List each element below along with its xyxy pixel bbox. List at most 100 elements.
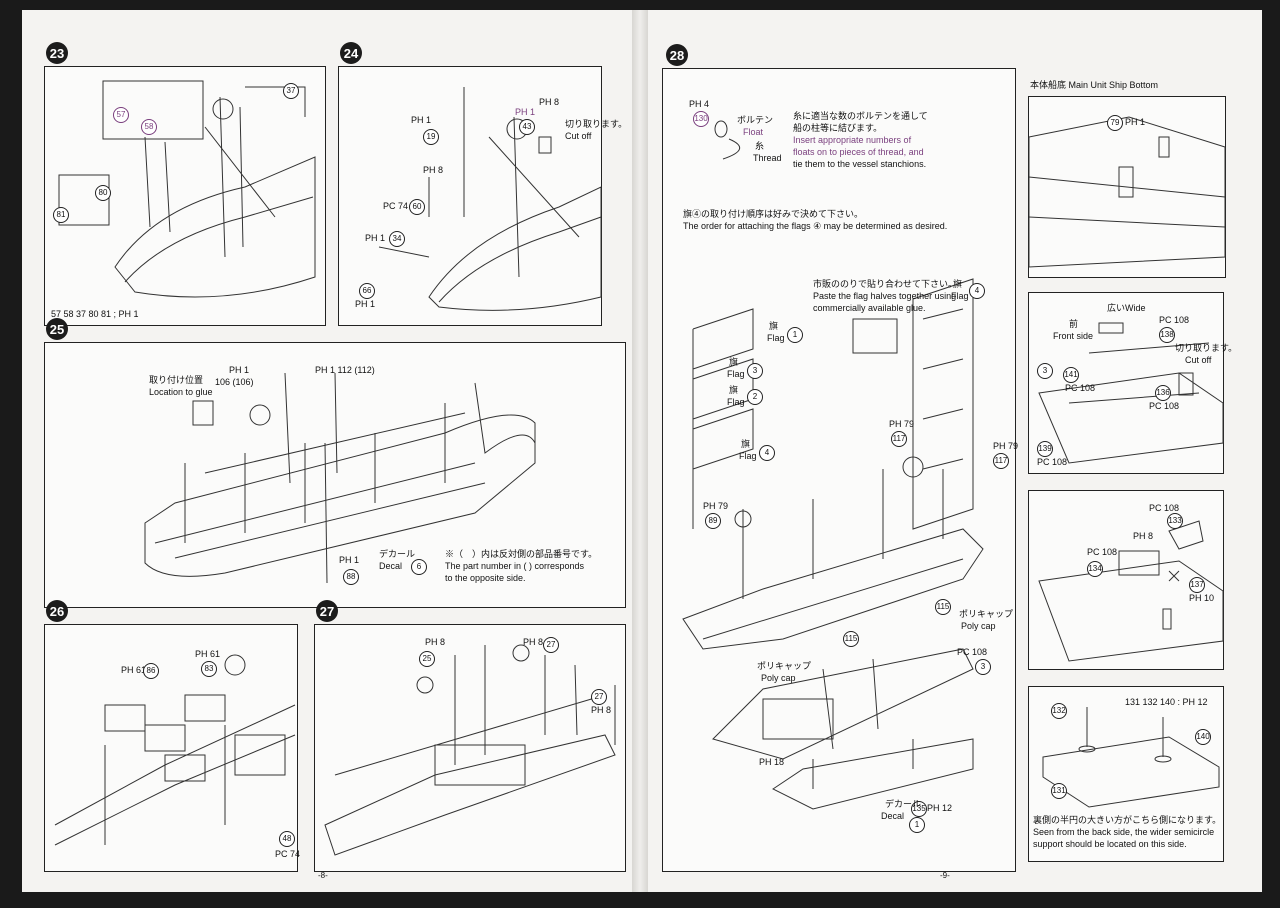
step-28-number: 28 (666, 44, 688, 66)
part-48: 48 (279, 831, 295, 847)
code-ph1-b: PH 1 (515, 107, 536, 117)
decal-en: Decal (379, 561, 403, 571)
step-23-number: 23 (46, 42, 68, 64)
float-inst-jp-2: 船の柱等に結びます。 (793, 123, 883, 133)
code-ph61-a: PH 61 (121, 665, 147, 675)
step-27-number: 27 (316, 600, 338, 622)
parts-code-line: 131 132 140 : PH 12 (1125, 697, 1208, 707)
code-pc108-a: PC 108 (1149, 503, 1180, 513)
part-58: 58 (141, 119, 157, 135)
polycap-en-a: Poly cap (961, 621, 996, 631)
page-left: 37 57 58 80 81 57 58 37 80 81 ; PH 1 23 … (22, 10, 632, 892)
polycap-en-b: Poly cap (761, 673, 796, 683)
flag-2-en: Flag (727, 397, 745, 407)
detail-3-drawing (1038, 520, 1224, 662)
part-27-a: 27 (543, 637, 559, 653)
code-ph61-b: PH 61 (195, 649, 221, 659)
float-jp: ボルテン (737, 115, 774, 125)
glue-en-2: commercially available glue. (813, 303, 926, 313)
code-pc108-a: PC 108 (1159, 315, 1190, 325)
float-inst-en-3: tie them to the vessel stanchions. (793, 159, 927, 169)
cut-off-jp: 切り取ります。 (565, 119, 628, 129)
code-pc74: PC 74 (275, 849, 301, 859)
part-88: 88 (343, 569, 359, 585)
flag-3-jp: 旗 (729, 357, 739, 367)
parts-112: PH 1 112 (112) (315, 365, 375, 375)
code-ph8-a: PH 8 (539, 97, 560, 107)
part-141: 141 (1063, 367, 1079, 383)
ship-bow-drawing (58, 80, 316, 298)
step-28-drawing (682, 120, 984, 810)
ship-deck-drawing (54, 654, 296, 846)
float-inst-en-1: Insert appropriate numbers of (793, 135, 912, 145)
code-ph8-b: PH 8 (523, 637, 544, 647)
decal-jp: デカール (379, 549, 416, 559)
bottom-title: 本体船底 Main Unit Ship Bottom (1030, 80, 1159, 90)
part-139: 139 (1037, 441, 1053, 457)
code-ph1-d: PH 1 (355, 299, 376, 309)
part-80: 80 (95, 185, 111, 201)
part-60: 60 (409, 199, 425, 215)
code-pc108-b: PC 108 (1065, 383, 1096, 393)
cut-jp: 切り取ります。 (1175, 343, 1238, 353)
decal-jp: デカール (885, 799, 922, 809)
step-26-panel: PH 61 86 PH 61 83 48 PC 74 (44, 624, 301, 872)
order-jp: 旗④の取り付け順序は好みで決めて下さい。 (683, 209, 864, 219)
float-inst-jp-1: 糸に適当な数のボルテンを通して (793, 111, 928, 121)
cut-off-en: Cut off (565, 131, 592, 141)
part-117-a: 117 (891, 431, 907, 447)
part-131: 131 (1051, 783, 1067, 799)
page-number-left: -8- (318, 871, 328, 880)
step-23-panel: 37 57 58 80 81 57 58 37 80 81 ; PH 1 (44, 66, 326, 326)
flag-4-en: Flag (739, 451, 757, 461)
order-en: The order for attaching the flags ④ may … (683, 221, 948, 231)
step-25-number: 25 (46, 318, 68, 340)
part-89: 89 (705, 513, 721, 529)
part-115-a: 115 (935, 599, 951, 615)
polycap-jp-b: ポリキャップ (757, 661, 812, 671)
ship-bottom-panel: 79 PH 1 (1028, 96, 1226, 278)
note-jp: ※（ ）内は反対側の部品番号です。 (445, 549, 598, 559)
code-ph18: PH 18 (759, 757, 785, 767)
detail-4-panel: 132 131 132 140 : PH 12 140 131 裏側の半円の大き… (1028, 686, 1224, 862)
detail-2-panel: 広い Wide 前 Front side PC 108 138 切り取ります。 … (1028, 292, 1237, 474)
front-en: Front side (1053, 331, 1094, 341)
part-130: 130 (693, 111, 709, 127)
step-24-number: 24 (340, 42, 362, 64)
part-133: 133 (1167, 513, 1183, 529)
step-27-panel: PH 8 25 PH 8 27 27 PH 8 (314, 624, 626, 872)
code-ph8-b: PH 8 (423, 165, 444, 175)
step-28-panel: PH 4 130 ボルテン Float 糸 Thread 糸に適当な数のボルテン… (662, 68, 1018, 872)
flag-4b-en: Flag (951, 291, 969, 301)
code-pc108-c: PC 108 (1149, 401, 1180, 411)
flag-num-4a: 4 (759, 445, 775, 461)
code-ph8-a: PH 8 (425, 637, 446, 647)
note-jp: 裏側の半円の大きい方がこちら側になります。 (1033, 815, 1222, 825)
part-134: 134 (1087, 561, 1103, 577)
cut-en: Cut off (1185, 355, 1212, 365)
part-136: 136 (1155, 385, 1171, 401)
part-3: 3 (1037, 363, 1053, 379)
code-ph10: PH 10 (1189, 593, 1215, 603)
flag-4b-jp: 旗 (953, 279, 963, 289)
part-138: 138 (1159, 327, 1175, 343)
code-ph1-loc: PH 1 (229, 365, 250, 375)
part-37: 37 (283, 83, 299, 99)
part-115-b: 115 (843, 631, 859, 647)
part-34: 34 (389, 231, 405, 247)
part-132: 132 (1051, 703, 1067, 719)
polycap-jp-a: ポリキャップ (959, 609, 1014, 619)
code-ph12: PH 12 (927, 803, 953, 813)
location-jp: 取り付け位置 (149, 375, 204, 385)
note-en-1: The part number in ( ) corresponds (445, 561, 585, 571)
flag-num-1: 1 (787, 327, 803, 343)
ship-bow-drawing-2 (378, 87, 602, 311)
part-66: 66 (359, 283, 375, 299)
flag-3-en: Flag (727, 369, 745, 379)
part-86: 86 (143, 663, 159, 679)
flag-num-2: 2 (747, 389, 763, 405)
parts-106: 106 (106) (215, 377, 254, 387)
page-number-right: -9- (940, 871, 950, 880)
step-23-legend: 57 58 37 80 81 ; PH 1 (51, 309, 139, 319)
